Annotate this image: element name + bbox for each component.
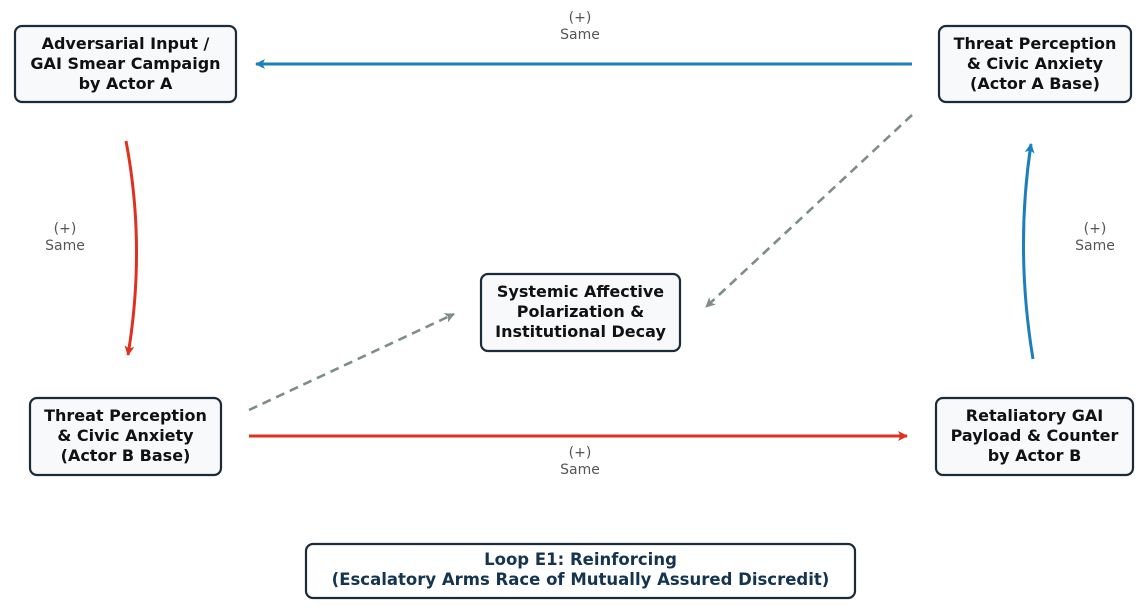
node-line: Payload & Counter xyxy=(951,426,1119,445)
node-line: Threat Perception xyxy=(44,406,207,425)
node-line: Systemic Affective xyxy=(497,282,664,301)
edge-polarity: (+) xyxy=(569,445,592,461)
edge-threat-a-to-systemic-dashed xyxy=(705,114,913,308)
node-line: by Actor B xyxy=(988,446,1082,465)
edge-polarity-label: Same xyxy=(560,462,600,478)
node-line: GAI Smear Campaign xyxy=(30,54,220,73)
node-line: by Actor A xyxy=(79,74,173,93)
edge-polarity-label: Same xyxy=(45,238,85,254)
edge-polarity: (+) xyxy=(54,221,77,237)
edge-polarity-label: Same xyxy=(560,27,600,43)
edge-label-top: (+) Same xyxy=(560,10,600,43)
edge-polarity: (+) xyxy=(569,10,592,26)
node-line: Institutional Decay xyxy=(495,322,666,341)
loop-subtitle: (Escalatory Arms Race of Mutually Assure… xyxy=(332,570,830,589)
node-threat-perception-actor-b: Threat Perception & Civic Anxiety (Actor… xyxy=(28,396,223,477)
node-line: & Civic Anxiety xyxy=(967,54,1104,73)
node-adversarial-input: Adversarial Input / GAI Smear Campaign b… xyxy=(13,24,238,104)
edge-label-bottom: (+) Same xyxy=(560,445,600,478)
node-line: (Actor B Base) xyxy=(61,446,191,465)
node-threat-perception-actor-a: Threat Perception & Civic Anxiety (Actor… xyxy=(937,24,1133,104)
edge-polarity: (+) xyxy=(1084,221,1107,237)
node-line: Polarization & xyxy=(517,302,645,321)
node-line: & Civic Anxiety xyxy=(57,426,194,445)
node-line: Threat Perception xyxy=(954,34,1117,53)
node-line: Retaliatory GAI xyxy=(966,406,1103,425)
edge-adversarial-input-to-threat-b xyxy=(124,140,139,356)
node-retaliatory-payload: Retaliatory GAI Payload & Counter by Act… xyxy=(934,396,1135,477)
node-line: Adversarial Input / xyxy=(42,34,210,53)
edge-label-right: (+) Same xyxy=(1075,221,1115,254)
edge-label-left: (+) Same xyxy=(45,221,85,254)
edge-retaliatory-to-threat-a xyxy=(1021,143,1035,360)
loop-label: Loop E1: Reinforcing (Escalatory Arms Ra… xyxy=(304,542,857,600)
loop-title: Loop E1: Reinforcing xyxy=(484,550,677,569)
edge-threat-b-to-systemic-dashed xyxy=(248,312,455,412)
node-systemic-polarization: Systemic Affective Polarization & Instit… xyxy=(479,272,682,353)
edge-polarity-label: Same xyxy=(1075,238,1115,254)
node-line: (Actor A Base) xyxy=(970,74,1100,93)
